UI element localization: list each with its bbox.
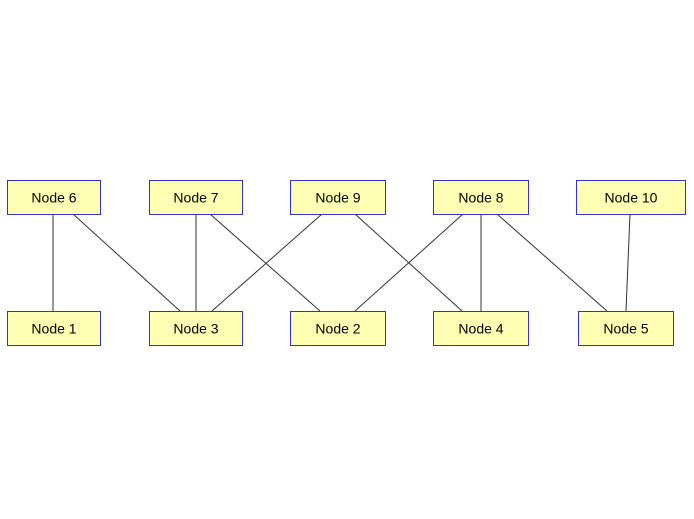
node-4[interactable]: Node 4 <box>433 311 529 346</box>
node-label: Node 6 <box>31 190 76 206</box>
edge-9-3 <box>211 213 323 312</box>
node-box[interactable] <box>149 180 243 215</box>
node-box[interactable] <box>7 311 101 346</box>
node-7[interactable]: Node 7 <box>149 180 243 215</box>
node-box[interactable] <box>433 180 529 215</box>
edges-layer <box>52 213 631 312</box>
node-label: Node 7 <box>173 190 218 206</box>
node-10[interactable]: Node 10 <box>576 180 686 215</box>
edge-6-3 <box>72 213 181 312</box>
node-label: Node 10 <box>605 190 658 206</box>
node-8[interactable]: Node 8 <box>433 180 529 215</box>
node-label: Node 1 <box>31 321 76 337</box>
node-1[interactable]: Node 1 <box>7 311 101 346</box>
edge-8-2 <box>354 213 464 312</box>
edge-8-5 <box>496 213 608 312</box>
node-label: Node 8 <box>458 190 503 206</box>
node-box[interactable] <box>433 311 529 346</box>
node-3[interactable]: Node 3 <box>149 311 243 346</box>
node-box[interactable] <box>578 311 674 346</box>
node-label: Node 4 <box>458 321 503 337</box>
nodes-layer: Node 6 Node 7 Node 9 Node 8 Node 10 Node 1 Nod… <box>7 180 686 346</box>
edge-10-5 <box>625 213 631 312</box>
node-2[interactable]: Node 2 <box>290 311 386 346</box>
node-label: Node 2 <box>315 321 360 337</box>
edge-7-2 <box>209 213 321 312</box>
node-label: Node 9 <box>315 190 360 206</box>
node-label: Node 3 <box>173 321 218 337</box>
node-label: Node 5 <box>603 321 648 337</box>
node-box[interactable] <box>290 311 386 346</box>
node-9[interactable]: Node 9 <box>290 180 386 215</box>
node-6[interactable]: Node 6 <box>7 180 101 215</box>
node-5[interactable]: Node 5 <box>578 311 674 346</box>
node-box[interactable] <box>290 180 386 215</box>
node-box[interactable] <box>576 180 686 215</box>
node-box[interactable] <box>149 311 243 346</box>
node-box[interactable] <box>7 180 101 215</box>
